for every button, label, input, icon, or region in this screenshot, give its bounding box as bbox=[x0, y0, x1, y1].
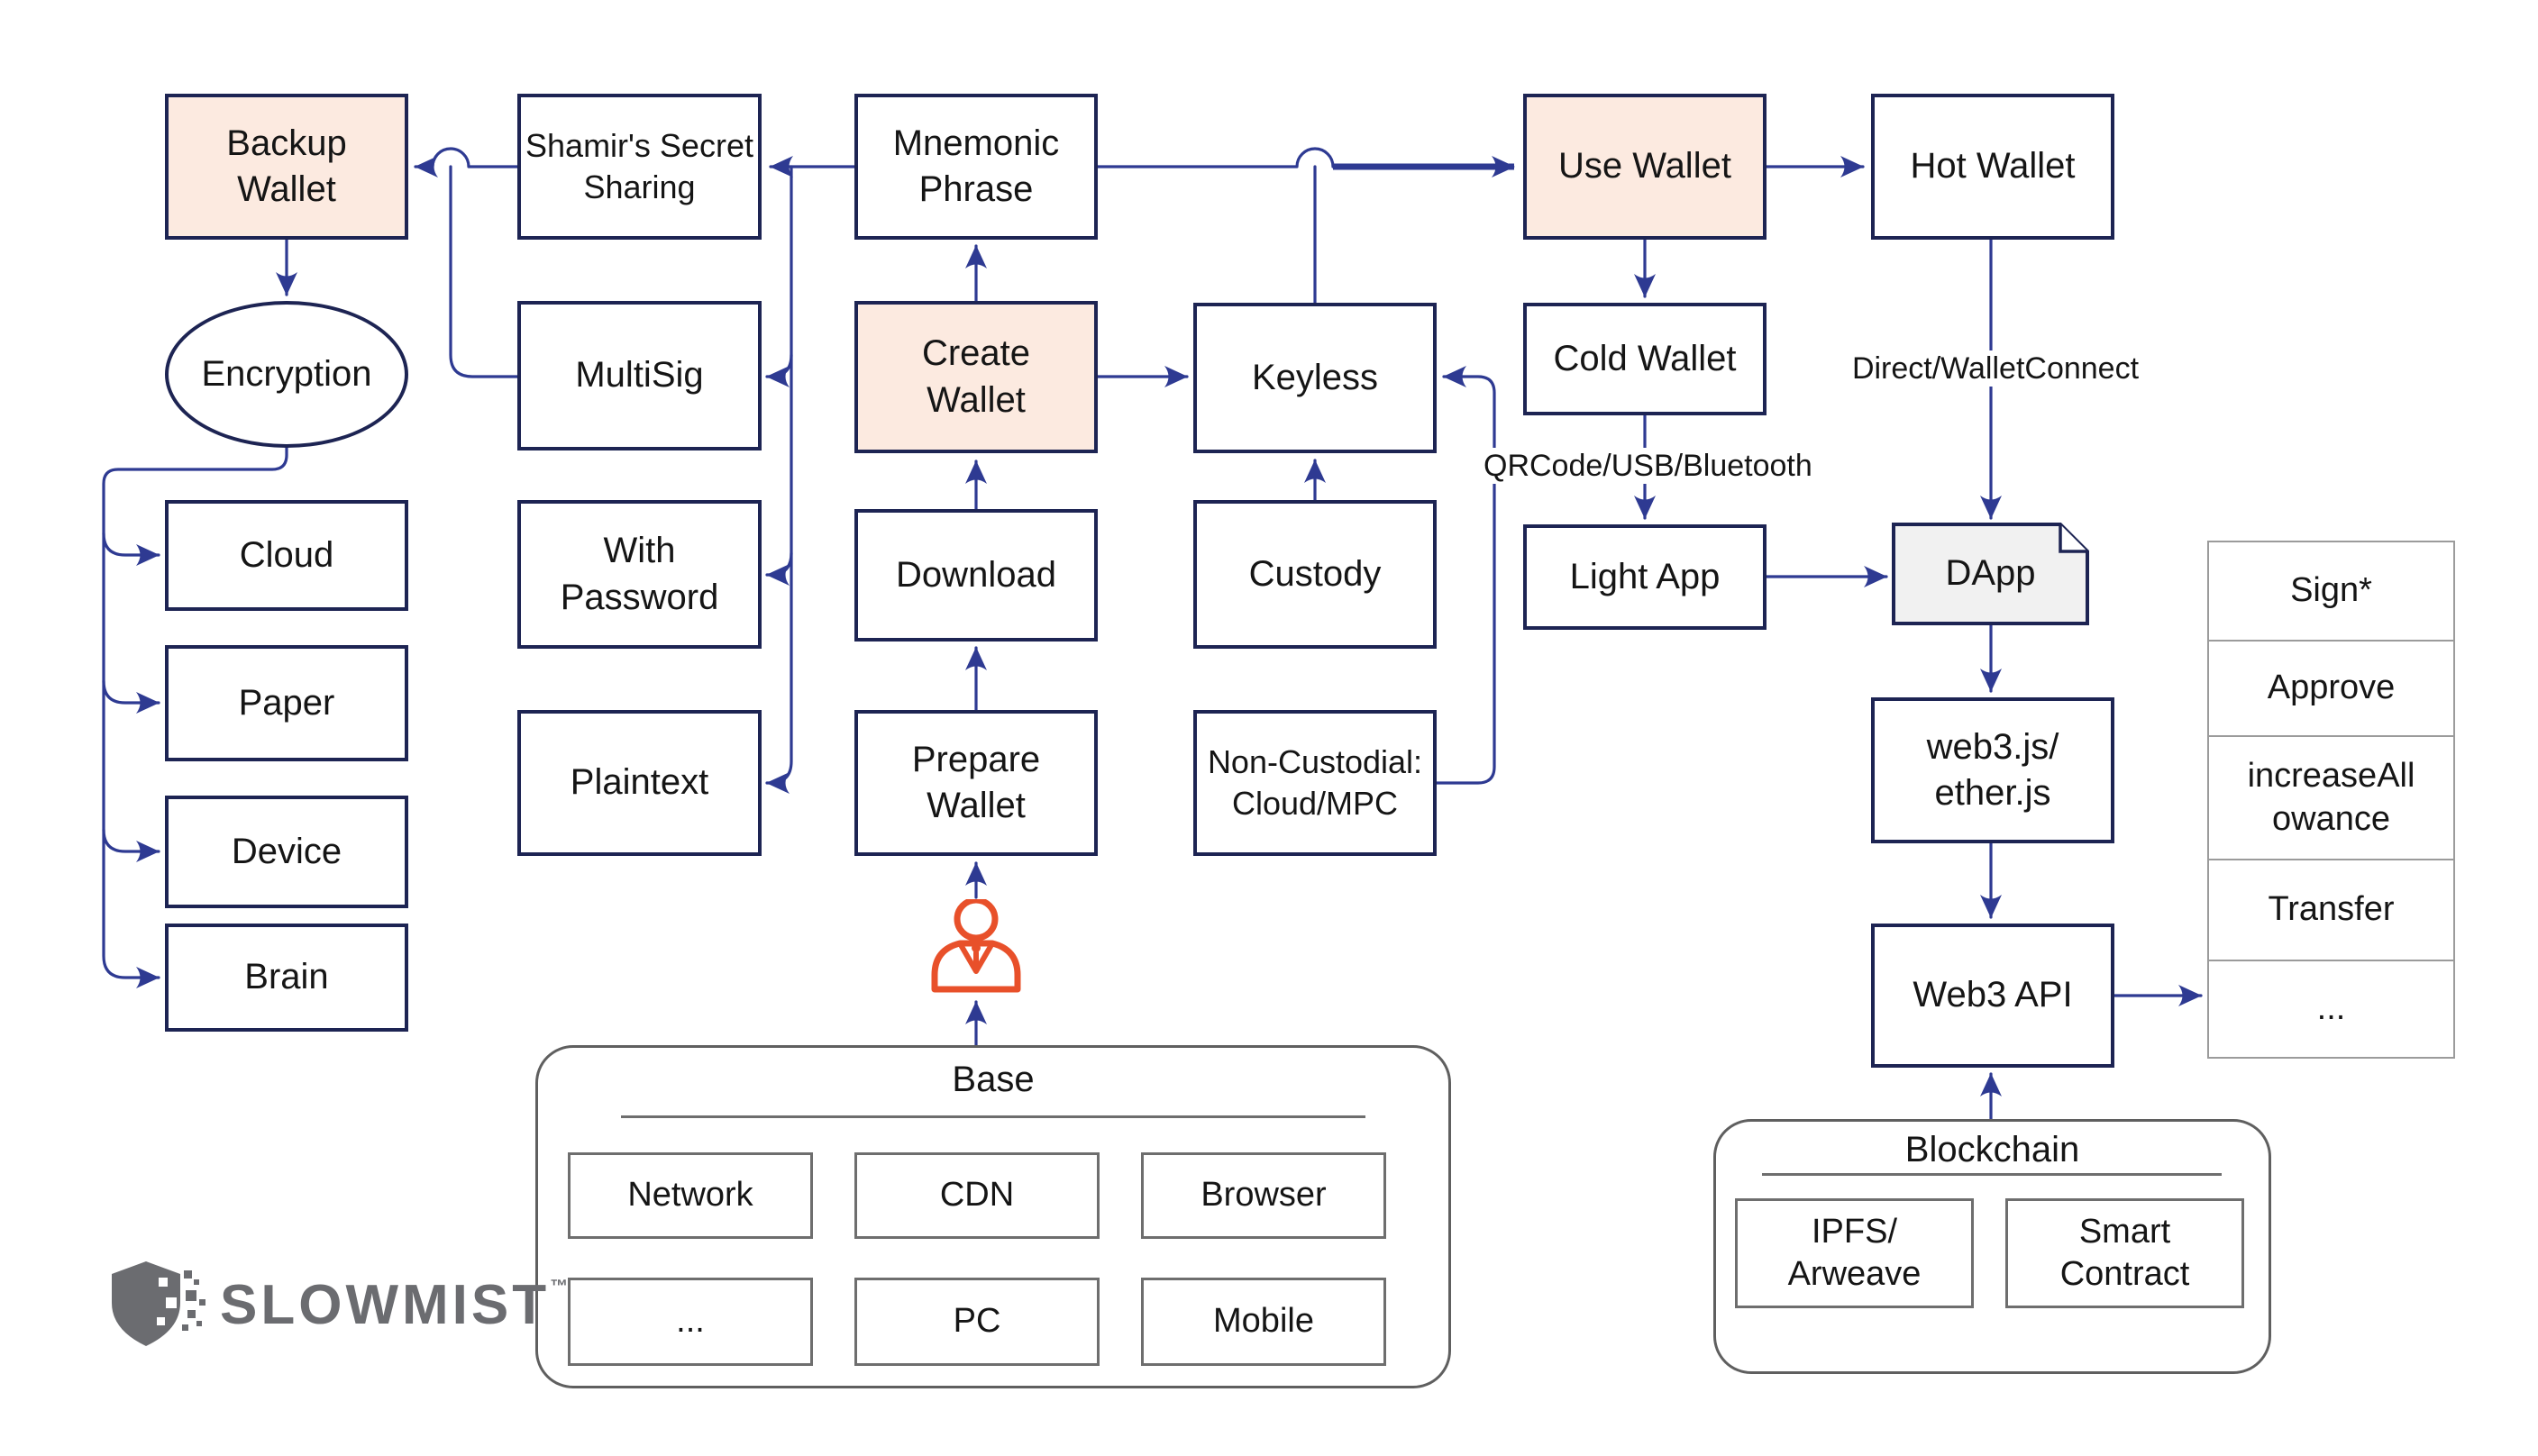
base-item-browser: Browser bbox=[1141, 1152, 1386, 1239]
node-multisig: MultiSig bbox=[517, 301, 762, 450]
node-with-password: With Password bbox=[517, 500, 762, 649]
node-shamirs-secret-sharing: Shamir's Secret Sharing bbox=[517, 94, 762, 240]
method-row-sign: Sign* bbox=[2207, 541, 2455, 642]
node-prepare-wallet: Prepare Wallet bbox=[854, 710, 1098, 856]
dapp-document-shape bbox=[1892, 523, 2089, 625]
node-hot-wallet: Hot Wallet bbox=[1871, 94, 2114, 240]
node-encryption: Encryption bbox=[165, 301, 408, 448]
blockchain-item-ipfs-arweave: IPFS/ Arweave bbox=[1735, 1198, 1974, 1308]
node-plaintext: Plaintext bbox=[517, 710, 762, 856]
base-item-more: ... bbox=[568, 1278, 813, 1366]
edge-label-direct-walletconnect: Direct/WalletConnect bbox=[1830, 350, 2161, 387]
slowmist-shield-icon bbox=[112, 1261, 205, 1346]
base-group-divider bbox=[621, 1115, 1365, 1118]
base-group-title: Base bbox=[952, 1060, 1035, 1099]
base-item-cdn: CDN bbox=[854, 1152, 1100, 1239]
blockchain-group-title: Blockchain bbox=[1904, 1130, 2080, 1169]
node-cold-wallet: Cold Wallet bbox=[1523, 303, 1767, 415]
method-row-more: ... bbox=[2207, 960, 2455, 1059]
node-download: Download bbox=[854, 509, 1098, 642]
node-backup-wallet: Backup Wallet bbox=[165, 94, 408, 240]
method-list: Sign* Approve increaseAll owance Transfe… bbox=[2207, 541, 2455, 1059]
node-keyless: Keyless bbox=[1193, 303, 1437, 453]
method-row-increase-allowance: increaseAll owance bbox=[2207, 735, 2455, 860]
node-web3-api: Web3 API bbox=[1871, 924, 2114, 1068]
slowmist-trademark: ™ bbox=[550, 1276, 569, 1297]
node-web3js-etherjs: web3.js/ ether.js bbox=[1871, 697, 2114, 843]
person-icon bbox=[931, 899, 1021, 993]
node-custody: Custody bbox=[1193, 500, 1437, 649]
node-light-app: Light App bbox=[1523, 524, 1767, 630]
node-brain: Brain bbox=[165, 924, 408, 1032]
node-mnemonic-phrase: Mnemonic Phrase bbox=[854, 94, 1098, 240]
node-dapp: DApp bbox=[1945, 553, 2036, 594]
blockchain-group-divider bbox=[1762, 1173, 2222, 1176]
node-create-wallet: Create Wallet bbox=[854, 301, 1098, 453]
base-item-network: Network bbox=[568, 1152, 813, 1239]
node-device: Device bbox=[165, 796, 408, 908]
node-cloud: Cloud bbox=[165, 500, 408, 611]
method-row-transfer: Transfer bbox=[2207, 859, 2455, 961]
blockchain-item-smart-contract: Smart Contract bbox=[2005, 1198, 2244, 1308]
method-row-approve: Approve bbox=[2207, 640, 2455, 737]
slowmist-wordmark: SLOWMIST bbox=[220, 1273, 551, 1336]
edge-label-qrcode-usb-bluetooth: QRCode/USB/Bluetooth bbox=[1480, 448, 1812, 484]
node-non-custodial: Non-Custodial: Cloud/MPC bbox=[1193, 710, 1437, 856]
base-item-mobile: Mobile bbox=[1141, 1278, 1386, 1366]
node-paper: Paper bbox=[165, 645, 408, 761]
node-use-wallet: Use Wallet bbox=[1523, 94, 1767, 240]
slowmist-logo: SLOWMIST™ bbox=[106, 1260, 568, 1350]
base-item-pc: PC bbox=[854, 1278, 1100, 1366]
